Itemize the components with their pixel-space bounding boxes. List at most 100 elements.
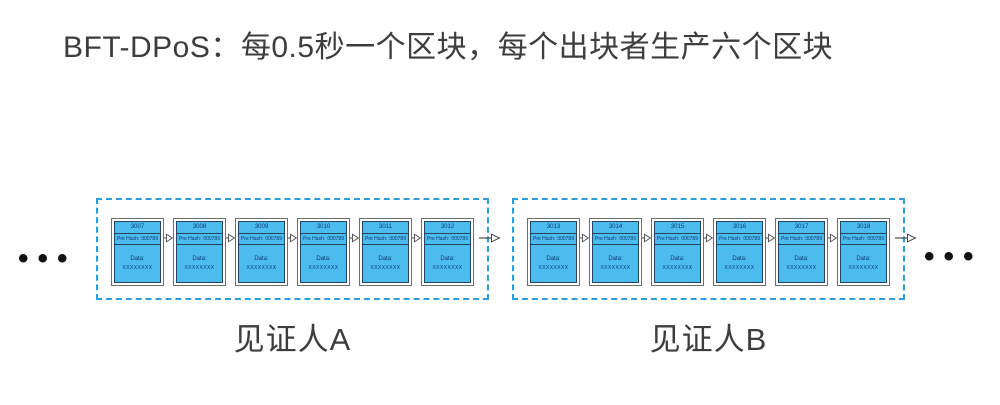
data-value: XXXXXXXX (370, 265, 401, 271)
prehash-value: 000789 (203, 236, 220, 242)
chain-continue-arrow-icon (479, 233, 501, 243)
data-value: XXXXXXXX (432, 265, 463, 271)
data-label: Data: (378, 256, 393, 262)
block-prehash-row: Pre Hash:000789 (177, 234, 222, 245)
data-value: XXXXXXXX (600, 265, 631, 271)
prehash-value: 000789 (265, 236, 282, 242)
prehash-value: 000789 (867, 236, 884, 242)
prehash-label: Pre Hash: (657, 236, 680, 242)
data-label: Data: (856, 256, 871, 262)
data-label: Data: (440, 256, 455, 262)
block-number: 3014 (593, 222, 638, 234)
prehash-value: 000789 (619, 236, 636, 242)
block-prehash-row: Pre Hash:000789 (425, 234, 470, 245)
data-value: XXXXXXXX (786, 265, 817, 271)
block-body: Data: XXXXXXXX (779, 245, 824, 282)
prehash-label: Pre Hash: (303, 236, 326, 242)
block-number: 3013 (531, 222, 576, 234)
block-body: Data: XXXXXXXX (531, 245, 576, 282)
block-link-arrow-icon (412, 233, 421, 243)
data-label: Data: (192, 256, 207, 262)
data-label: Data: (608, 256, 623, 262)
diagram-title: BFT-DPoS：每0.5秒一个区块，每个出块者生产六个区块 (63, 31, 834, 64)
block-prehash-row: Pre Hash:000789 (115, 234, 160, 245)
prehash-label: Pre Hash: (427, 236, 450, 242)
prehash-label: Pre Hash: (117, 236, 140, 242)
data-value: XXXXXXXX (184, 265, 215, 271)
block-link-arrow-icon (828, 233, 837, 243)
block-link-arrow-icon (288, 233, 297, 243)
block-number: 3007 (115, 222, 160, 234)
prehash-value: 000789 (557, 236, 574, 242)
block-link-arrow-icon (164, 233, 173, 243)
block-body: Data:XXXXXXXX (717, 245, 762, 282)
block-prehash-row: Pre Hash:000789 (363, 234, 408, 245)
block-number: 3012 (425, 222, 470, 234)
block-prehash-row: Pre Hash:000789 (301, 234, 346, 245)
block-number: 3010 (301, 222, 346, 234)
ellipsis-left-icon: ••• (18, 242, 77, 275)
witness-a-label: 见证人A (233, 322, 352, 357)
prehash-value: 000789 (451, 236, 468, 242)
block-prehash-row: Pre Hash:000789 (531, 234, 576, 245)
ellipsis-right-icon: ••• (924, 240, 983, 273)
prehash-label: Pre Hash: (595, 236, 618, 242)
block-link-arrow-icon (350, 233, 359, 243)
block-prehash-row: Pre Hash:000789 (655, 234, 700, 245)
block-link-arrow-icon (642, 233, 651, 243)
prehash-label: Pre Hash: (365, 236, 388, 242)
data-label: Data: (794, 256, 809, 262)
block-body: Data: XXXXXXXX (593, 245, 638, 282)
prehash-value: 000789 (389, 236, 406, 242)
block-link-arrow-icon (226, 233, 235, 243)
block-body: Data:XXXXXXXX (301, 245, 346, 282)
block-number: 3009 (239, 222, 284, 234)
block-prehash-row: Pre Hash:000789 (717, 234, 762, 245)
block-body: Data: XXXXXXXX (177, 245, 222, 282)
data-value: XXXXXXXX (538, 265, 569, 271)
data-value: XXXXXXXX (246, 265, 277, 271)
block-number: 3011 (363, 222, 408, 234)
prehash-label: Pre Hash: (179, 236, 202, 242)
block-prehash-row: Pre Hash:000789 (841, 234, 886, 245)
prehash-value: 000789 (681, 236, 698, 242)
block-body: Data:XXXXXXXX (115, 245, 160, 282)
data-label: Data: (130, 256, 145, 262)
block-prehash-row: Pre Hash:000789 (593, 234, 638, 245)
block-number: 3008 (177, 222, 222, 234)
prehash-value: 000789 (327, 236, 344, 242)
data-label: Data: (254, 256, 269, 262)
data-label: Data: (546, 256, 561, 262)
block-body: Data:XXXXXXXX (841, 245, 886, 282)
prehash-label: Pre Hash: (241, 236, 264, 242)
data-label: Data: (670, 256, 685, 262)
block-prehash-row: Pre Hash:000789 (779, 234, 824, 245)
block-body: Data:XXXXXXXX (655, 245, 700, 282)
prehash-label: Pre Hash: (843, 236, 866, 242)
block-number: 3018 (841, 222, 886, 234)
data-label: Data: (732, 256, 747, 262)
block-body: Data: XXXXXXXX (239, 245, 284, 282)
data-value: XXXXXXXX (308, 265, 339, 271)
